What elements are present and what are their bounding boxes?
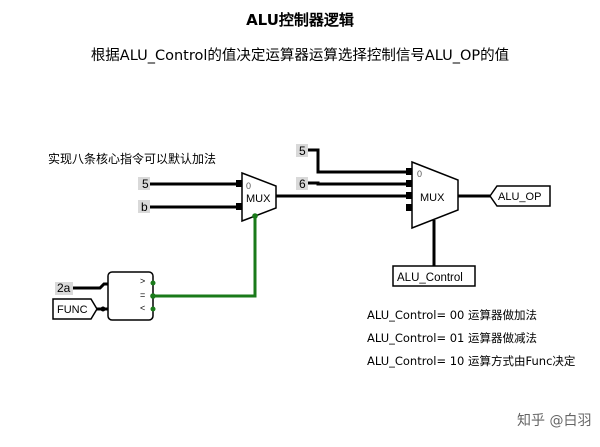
- alu-op-output-pin: [489, 185, 551, 207]
- comparator-eq: =: [140, 290, 145, 300]
- func-label: FUNC: [57, 304, 88, 316]
- comparator-input-wires: [73, 282, 108, 312]
- comparator-lt: <: [140, 303, 145, 313]
- const-2a-box: [55, 282, 73, 295]
- const-6-box: [296, 177, 308, 190]
- const-5-box: [138, 177, 150, 190]
- const-5b-box: [296, 144, 308, 157]
- mux2-label: MUX: [420, 192, 445, 204]
- diagram-subtitle: 根据ALU_Control的值决定运算器运算选择控制信号ALU_OP的值: [90, 48, 510, 64]
- const-b-box: [138, 200, 150, 213]
- mux1-input-wires: [150, 180, 242, 210]
- comparator-gt: >: [140, 276, 145, 286]
- mux2-sel-zero: 0: [417, 169, 422, 179]
- alu-op-label: ALU_OP: [498, 191, 541, 203]
- legend-add: ALU_Control= 00 运算器做加法: [367, 308, 538, 322]
- legend-func: ALU_Control= 10 运算方式由Func决定: [367, 354, 576, 368]
- alu-control-label: ALU_Control: [397, 272, 463, 284]
- const-5-label: 5: [142, 177, 149, 191]
- mux2-input-wires: [308, 148, 412, 211]
- comparator-box: [107, 271, 154, 321]
- legend-sub: ALU_Control= 01 运算器做减法: [367, 331, 538, 345]
- mux2-shape: [411, 160, 459, 230]
- watermark: 知乎 @白羽: [517, 413, 592, 429]
- mux1-select-wire: [150, 213, 258, 312]
- mux1-label: MUX: [246, 193, 271, 205]
- const-6-label: 6: [299, 177, 306, 191]
- diagram-title: ALU控制器逻辑: [246, 11, 354, 29]
- const-2a-label: 2a: [57, 281, 71, 295]
- alu-control-input-pin: [392, 265, 476, 287]
- const-b-label: b: [141, 200, 148, 214]
- const-5b-label: 5: [299, 144, 306, 158]
- default-add-note: 实现八条核心指令可以默认加法: [48, 152, 217, 166]
- mux1-sel-zero: 0: [246, 181, 251, 191]
- func-input-pin: [52, 298, 98, 320]
- mux1-shape: [241, 171, 277, 223]
